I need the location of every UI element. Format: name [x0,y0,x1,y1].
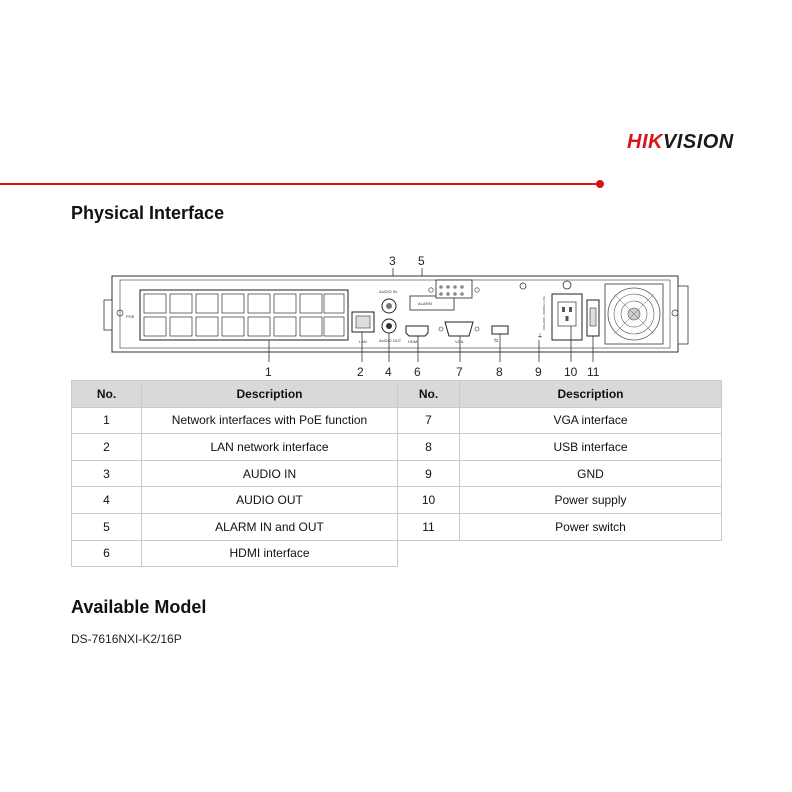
header-description: Description [141,380,398,408]
header-rule-dot [596,180,604,188]
audio-in-label: AUDIO IN [379,289,397,294]
hikvision-logo: HIKVISION [627,131,734,154]
callout-3: 3 [389,254,396,268]
callout-4: 4 [385,365,392,379]
usb-icon: ⇆ [494,338,498,344]
cell-no: 8 [397,433,460,461]
cell-no: 4 [71,486,142,514]
vga-port [444,321,474,337]
cell-no: 5 [71,512,142,541]
cell-no: 6 [71,539,142,568]
cell-description: USB interface [459,433,722,461]
callout-6: 6 [414,365,421,379]
callout-5: 5 [418,254,425,268]
alarm-label: ALARM [418,301,432,306]
cell-description: Network interfaces with PoE function [141,406,398,435]
usb-port [491,325,509,335]
audio-out-label: AUDIO OUT [379,338,402,343]
callout-7: 7 [456,365,463,379]
available-model-title: Available Model [71,597,207,617]
table-row: 1 Network interfaces with PoE function 7… [71,406,722,435]
gnd-screw [519,282,527,290]
gnd-icon: ⏚ [537,333,543,340]
cell-no: 2 [71,433,142,461]
rear-panel-diagram: 3 5 POE LAN AUDIO IN AUDIO OUT [103,254,689,379]
callout-8: 8 [496,365,503,379]
interface-table: No. Description No. Description 1 Networ… [71,380,722,568]
cell-no: 10 [397,486,460,514]
cell-no: 11 [397,512,460,541]
vga-label: VGA [455,339,464,344]
cell-empty [460,540,722,567]
cell-empty [398,540,460,567]
header-no: No. [397,380,460,408]
model-name: DS-7616NXI-K2/16P [71,632,182,646]
cell-description: Power switch [459,512,722,541]
poe-label: POE [126,314,135,319]
table-row: 6 HDMI interface [71,539,722,568]
cell-no: 3 [71,459,142,488]
logo-dark-part: VISION [662,131,734,153]
table-header-row: No. Description No. Description [71,380,722,408]
hdmi-label: HDMI [408,339,418,344]
power-rating-label: 100-240V~ 50/60Hz 1.5A [542,296,546,330]
cell-description: AUDIO OUT [141,486,398,514]
table-row: 3 AUDIO IN 9 GND [71,459,722,488]
callout-11: 11 [587,365,600,379]
header-description: Description [459,380,722,408]
fan-grille [604,283,664,345]
table-row: 2 LAN network interface 8 USB interface [71,433,722,461]
cell-no: 1 [71,406,142,435]
cell-description: Power supply [459,486,722,514]
cell-description: HDMI interface [141,539,398,568]
cell-description: VGA interface [459,406,722,435]
callout-1: 1 [265,365,272,379]
cell-no: 9 [397,459,460,488]
logo-red-part: HIK [627,131,663,153]
header-rule [0,183,597,185]
callout-9: 9 [535,365,542,379]
hdmi-port [405,325,429,337]
callout-10: 10 [564,365,578,379]
cell-no: 7 [397,406,460,435]
cell-description: GND [459,459,722,488]
callout-2: 2 [357,365,364,379]
cell-description: ALARM IN and OUT [141,512,398,541]
table-row: 4 AUDIO OUT 10 Power supply [71,486,722,514]
cell-description: LAN network interface [141,433,398,461]
header-no: No. [71,380,142,408]
poe-ports [139,289,349,341]
alarm-terminals [409,279,480,311]
cell-description: AUDIO IN [141,459,398,488]
table-row: 5 ALARM IN and OUT 11 Power switch [71,512,722,541]
physical-interface-title: Physical Interface [71,203,225,223]
lan-label: LAN [359,339,367,344]
